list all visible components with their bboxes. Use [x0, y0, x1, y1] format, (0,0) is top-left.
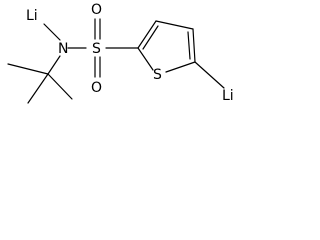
- bond-ctbu-me3: [47, 73, 73, 100]
- molecule-drawing: Li N S O O S Li: [7, 2, 234, 104]
- bond-ctbu-me1: [7, 63, 49, 75]
- bond-c2-c3-a: [137, 20, 157, 49]
- bond-c5-sring: [165, 61, 196, 73]
- structure-diagram: Li N S O O S Li: [0, 0, 241, 120]
- bond-c5-li: [194, 61, 225, 89]
- bond-c2-c3-b: [142, 25, 159, 50]
- atom-li-n: Li: [26, 8, 38, 24]
- bond-ctbu-me2: [27, 73, 49, 104]
- atom-n: N: [58, 41, 68, 57]
- bond-c4-c5-a: [192, 28, 196, 63]
- bond-sring-c2: [137, 47, 154, 71]
- atom-o-top: O: [91, 2, 102, 18]
- atom-s-sulfonyl: S: [92, 41, 101, 57]
- bond-c4-c5-b: [187, 31, 191, 60]
- bond-n-ctbu: [47, 55, 61, 75]
- bond-c3-c4: [155, 20, 194, 30]
- bond-li-n: [43, 23, 61, 41]
- atom-li-ring: Li: [222, 88, 234, 104]
- atom-o-bottom: O: [91, 80, 102, 96]
- atom-s-ring: S: [153, 67, 162, 83]
